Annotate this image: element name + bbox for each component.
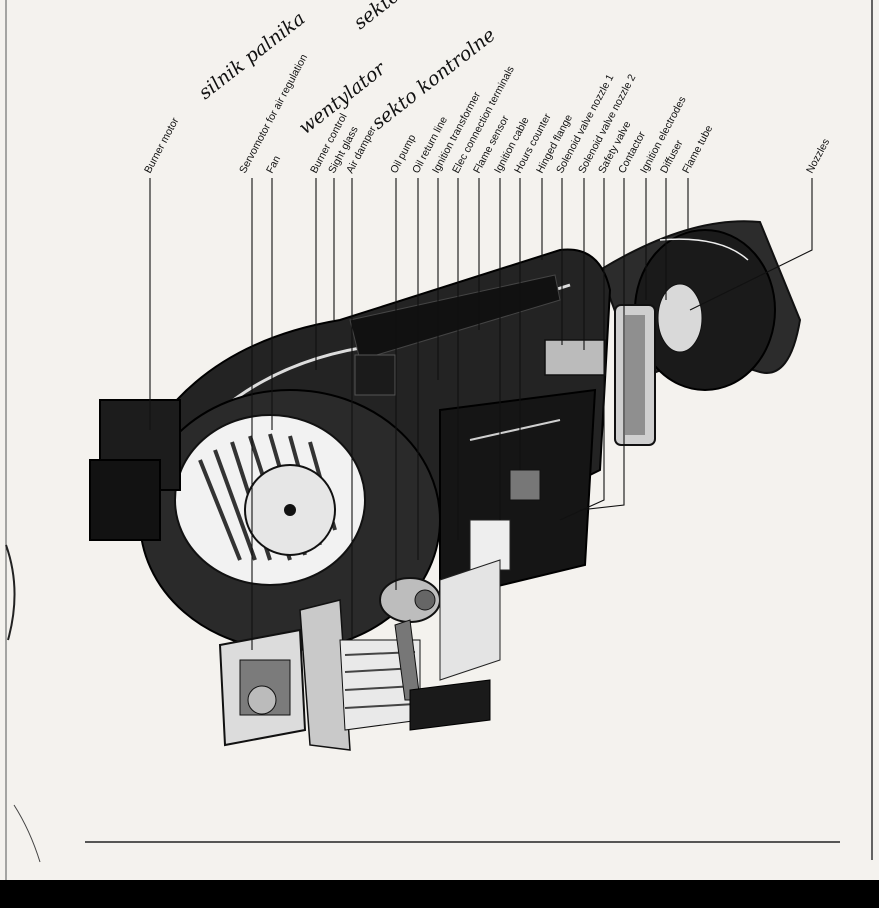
label-flame-tube: Flame tube — [680, 123, 715, 175]
handwritten-note-top: sekto kontrolne — [350, 0, 482, 34]
label-fan: Fan — [264, 154, 283, 176]
leader-lines — [149, 178, 813, 650]
binding-curve — [5, 544, 16, 641]
burner-illustration — [89, 220, 802, 751]
label-burner-motor: Burner motor — [142, 115, 182, 175]
corner-mark — [13, 804, 41, 863]
scan-footer-band — [0, 880, 879, 908]
label-nozzles: Nozzles — [804, 137, 832, 176]
